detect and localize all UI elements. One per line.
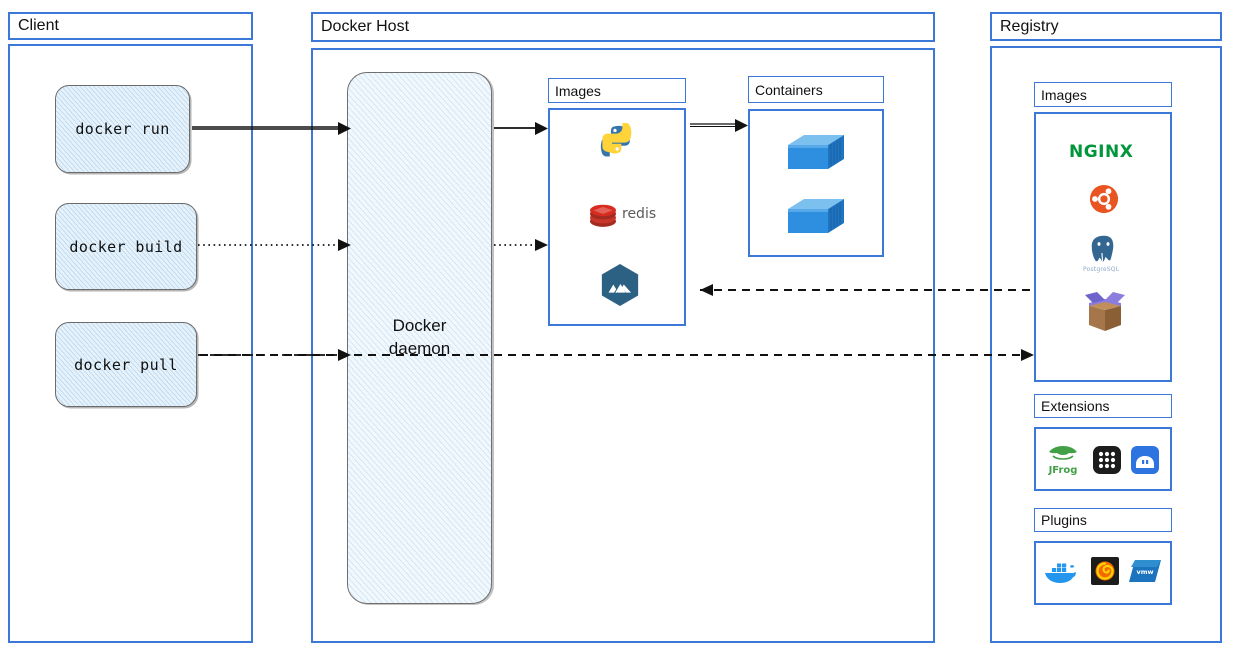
registry-extensions-title: Extensions — [1041, 398, 1110, 414]
containers-title: Containers — [755, 81, 823, 98]
blue-app-icon — [1130, 445, 1160, 475]
registry-plugins-title: Plugins — [1041, 512, 1087, 528]
docker-host-panel-title: Docker Host — [321, 18, 410, 35]
docker-icon — [1042, 556, 1080, 588]
registry-images-title: Images — [1041, 86, 1087, 103]
vmware-icon: vmw — [1126, 556, 1164, 586]
registry-images-header: Images — [1034, 82, 1172, 107]
registry-extensions-header: Extensions — [1034, 394, 1172, 418]
host-images-title: Images — [555, 82, 601, 99]
svg-text:JFrog: JFrog — [1048, 465, 1078, 476]
nginx-icon: NGINX — [1069, 142, 1134, 162]
containers-header: Containers — [748, 76, 884, 103]
host-images-header: Images — [548, 78, 686, 103]
command-docker-run[interactable]: docker run — [55, 85, 190, 173]
registry-plugins-header: Plugins — [1034, 508, 1172, 532]
client-panel-header: Client — [8, 12, 253, 40]
docker-daemon-box[interactable]: Docker daemon — [347, 72, 492, 604]
command-label: docker build — [69, 237, 183, 256]
container-icon-1 — [785, 128, 847, 176]
alpine-icon — [598, 262, 642, 308]
registry-panel-header: Registry — [990, 12, 1222, 41]
command-label: docker pull — [74, 355, 178, 374]
command-docker-pull[interactable]: docker pull — [55, 322, 197, 407]
python-icon — [595, 122, 641, 168]
grafana-icon — [1090, 556, 1120, 586]
vmware-label: vmw — [1136, 568, 1153, 576]
redis-icon — [588, 202, 618, 230]
postgresql-label: PostgreSQL — [1083, 266, 1120, 273]
grid-app-icon — [1092, 445, 1122, 475]
container-icon-2 — [785, 192, 847, 240]
jfrog-icon: JFrog — [1044, 442, 1082, 478]
docker-daemon-label: Docker daemon — [388, 316, 451, 358]
package-icon — [1078, 288, 1132, 336]
command-label: docker run — [75, 120, 170, 138]
redis-label: redis — [622, 206, 657, 222]
registry-panel-title: Registry — [1000, 17, 1059, 35]
command-docker-build[interactable]: docker build — [55, 203, 197, 290]
docker-host-panel-header: Docker Host — [311, 12, 935, 42]
ubuntu-icon — [1088, 183, 1120, 215]
client-panel-title: Client — [18, 17, 59, 34]
postgresql-icon — [1085, 232, 1123, 266]
